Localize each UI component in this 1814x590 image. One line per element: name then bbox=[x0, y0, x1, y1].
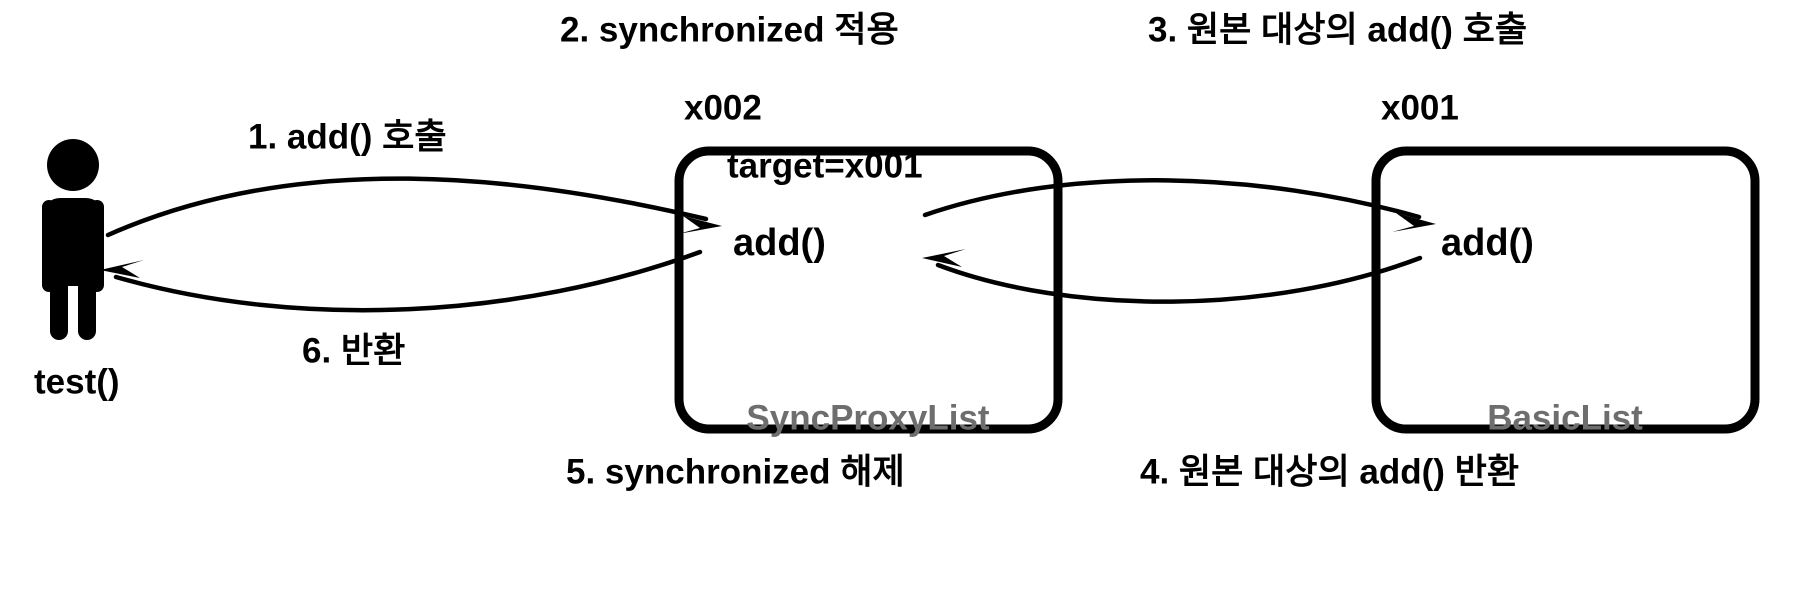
object-box-basiclist bbox=[1371, 146, 1760, 434]
actor-label: test() bbox=[34, 362, 120, 401]
actor-body-icon bbox=[42, 198, 104, 286]
flow-arrow-3-head-icon bbox=[1392, 213, 1436, 232]
step-label-1: 1. add() 호출 bbox=[248, 117, 447, 156]
step-label-6: 6. 반환 bbox=[302, 331, 405, 370]
flow-arrow-6-head-icon bbox=[100, 260, 144, 278]
flow-arrow-1-head-icon bbox=[678, 216, 722, 234]
object-method-add-basic: add() bbox=[1441, 222, 1534, 264]
step-label-2: 2. synchronized 적용 bbox=[560, 10, 899, 49]
step-label-5: 5. synchronized 해제 bbox=[566, 452, 905, 491]
object-box-syncproxylist bbox=[674, 146, 1063, 434]
step-label-3: 3. 원본 대상의 add() 호출 bbox=[1148, 10, 1527, 49]
actor-arm-right-icon bbox=[90, 200, 104, 292]
actor-leg-left-icon bbox=[50, 268, 68, 340]
actor-leg-right-icon bbox=[78, 268, 96, 340]
flow-arrow-1-call bbox=[105, 176, 709, 238]
actor-head-icon bbox=[47, 139, 99, 191]
class-label-syncproxylist: SyncProxyList bbox=[746, 398, 989, 437]
object-field-target: target=x001 bbox=[727, 146, 923, 185]
object-method-add-proxy: add() bbox=[733, 222, 826, 264]
object-id-x002: x002 bbox=[684, 88, 762, 127]
object-id-x001: x001 bbox=[1381, 88, 1459, 127]
stick-figure-actor bbox=[42, 139, 104, 340]
flow-arrow-4-return bbox=[935, 255, 1423, 304]
step-label-4: 4. 원본 대상의 add() 반환 bbox=[1140, 452, 1519, 491]
flow-arrow-3-call bbox=[922, 178, 1422, 220]
actor-arm-left-icon bbox=[42, 200, 56, 292]
flow-arrow-6-return bbox=[113, 249, 703, 313]
flow-arrow-4-head-icon bbox=[922, 249, 966, 267]
class-label-basiclist: BasicList bbox=[1487, 398, 1643, 437]
